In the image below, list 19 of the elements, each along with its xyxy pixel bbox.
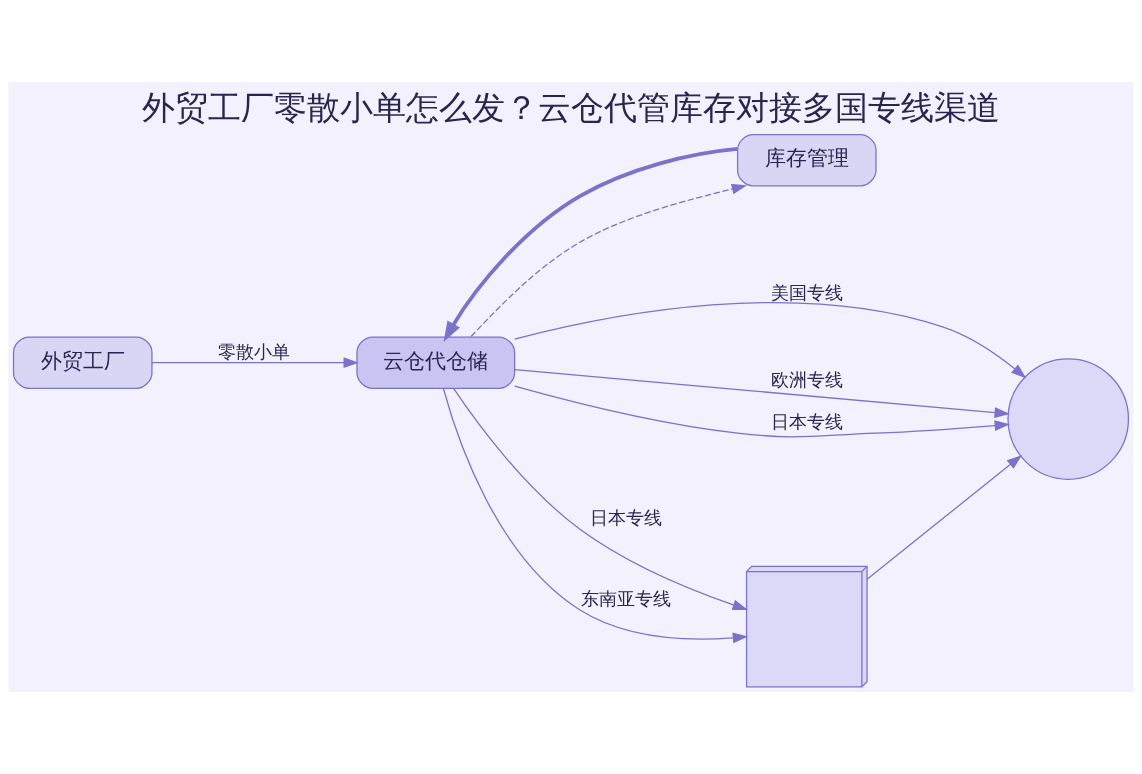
diagram-title: 外贸工厂零散小单怎么发？云仓代管库存对接多国专线渠道 [142,87,1000,127]
edge-label: 美国专线 [770,281,843,303]
arrow [470,183,748,338]
edge-label: 日本专线 [770,411,843,433]
arrow [452,387,748,611]
arrow [443,147,738,342]
arrow [514,369,1010,418]
node-box: 库存管理 [736,133,877,187]
edge-label: 日本专线 [590,507,663,529]
arrow [514,385,1011,438]
edge-label: 欧洲专线 [770,368,843,390]
edge-label: 零散小单 [218,340,291,362]
arrow [866,454,1023,580]
arrow [151,357,359,369]
edge-label: 东南亚专线 [581,588,672,610]
arrow [442,387,749,644]
arrow [514,302,1027,379]
node-box: 云仓代仓储 [356,336,516,389]
node-box: 外贸工厂 [12,336,153,389]
